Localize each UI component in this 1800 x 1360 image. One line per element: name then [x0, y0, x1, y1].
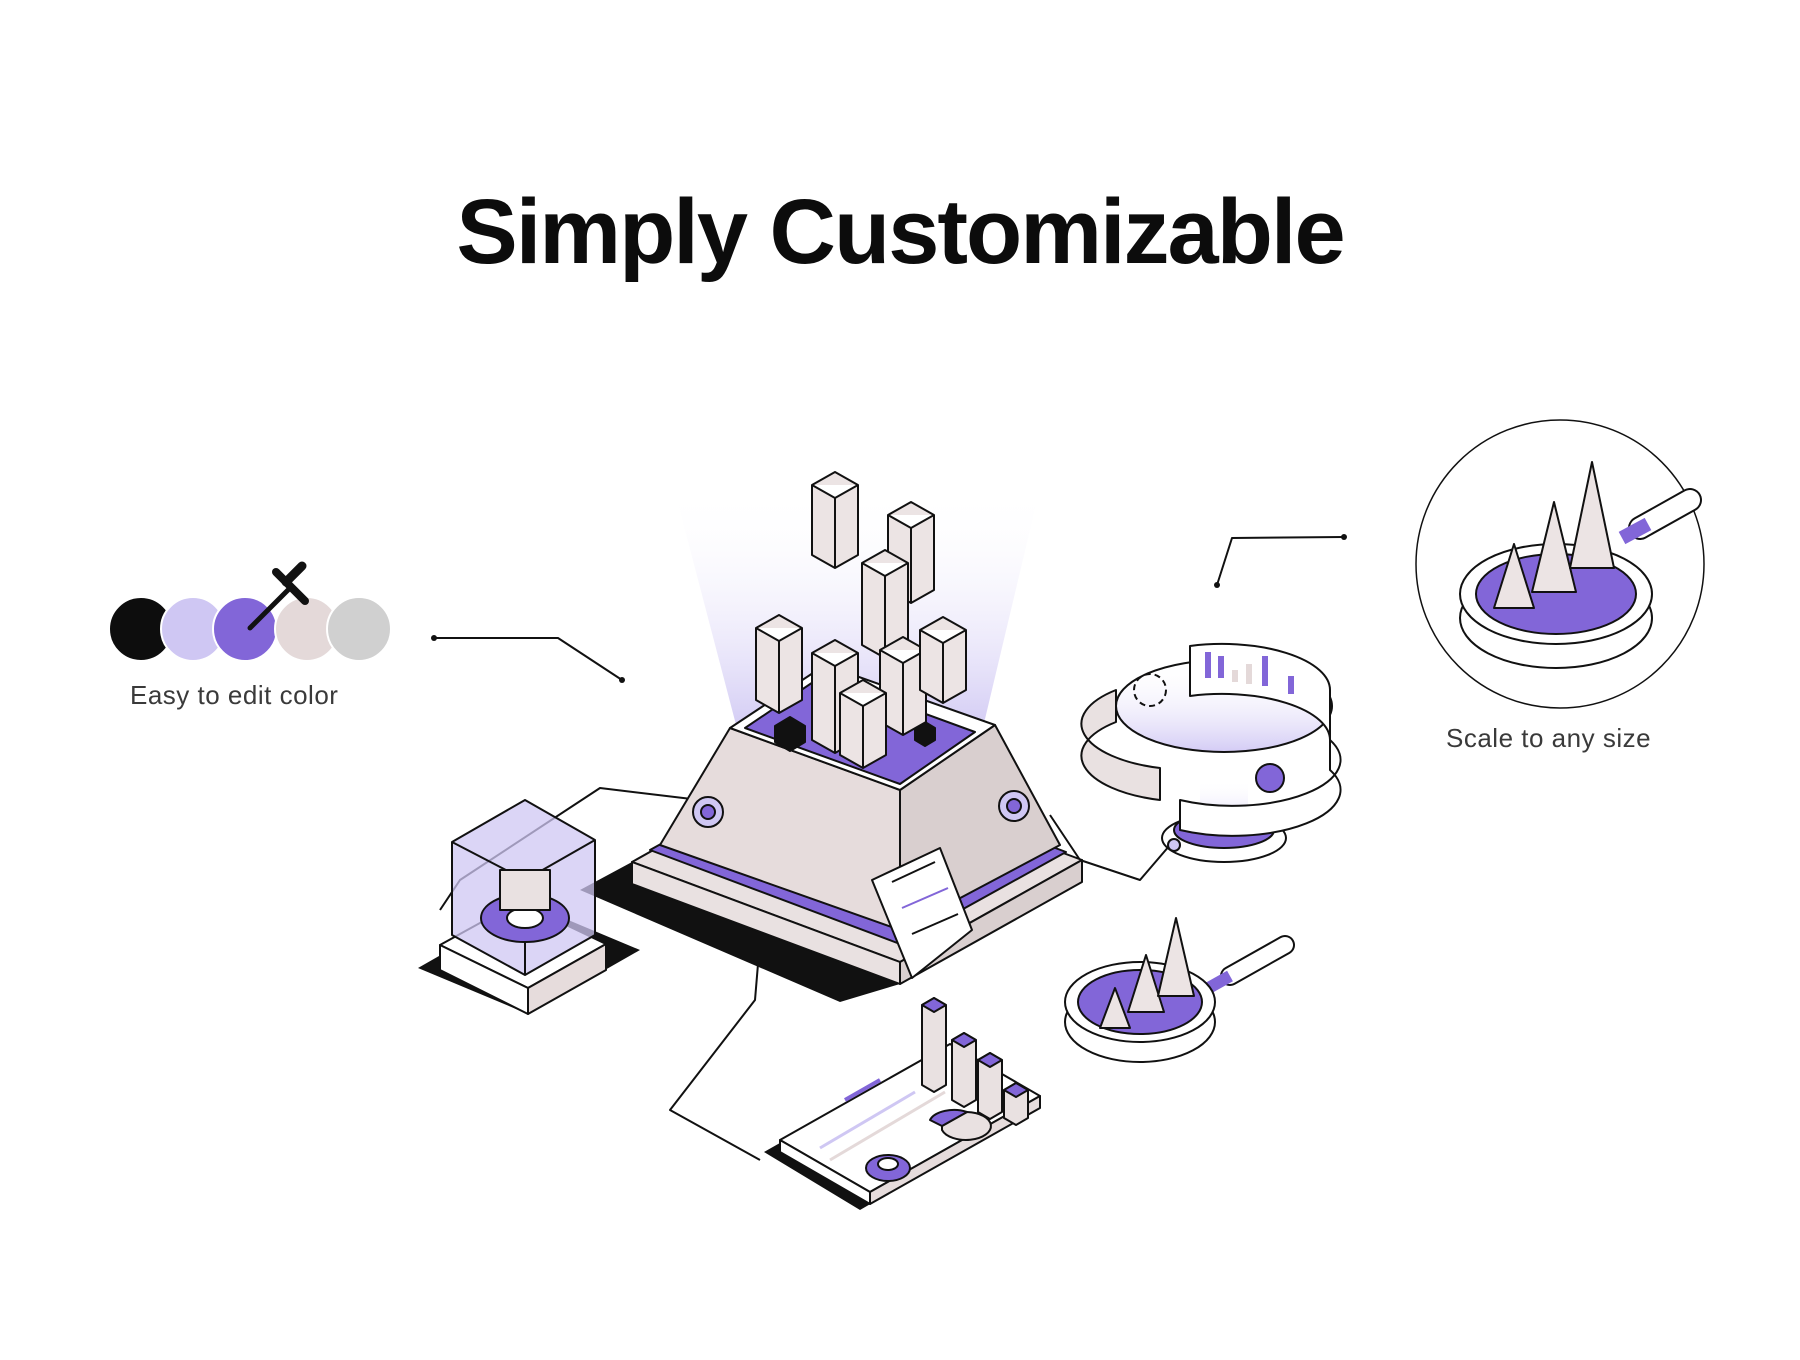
color-swatches — [108, 596, 408, 662]
connector-color — [431, 635, 625, 683]
connector-scale — [1214, 534, 1347, 588]
chart-tablet — [764, 997, 1041, 1210]
page-title: Simply Customizable — [456, 181, 1345, 283]
caption-scale-to-any-size: Scale to any size — [1446, 723, 1652, 753]
main-machine — [580, 664, 1083, 1002]
magnifying-glass-icon — [1415, 419, 1705, 709]
swatch-purple[interactable] — [212, 596, 278, 662]
light-beam — [674, 488, 1040, 740]
caption-easy-to-edit-color: Easy to edit color — [130, 680, 339, 710]
floating-blocks — [755, 471, 967, 769]
swatch-gray[interactable] — [326, 596, 392, 662]
magnifier-small — [1064, 917, 1295, 1063]
ring-chart-device — [1080, 642, 1342, 863]
cables — [439, 787, 1171, 1161]
glass-cube-device — [418, 799, 640, 1015]
